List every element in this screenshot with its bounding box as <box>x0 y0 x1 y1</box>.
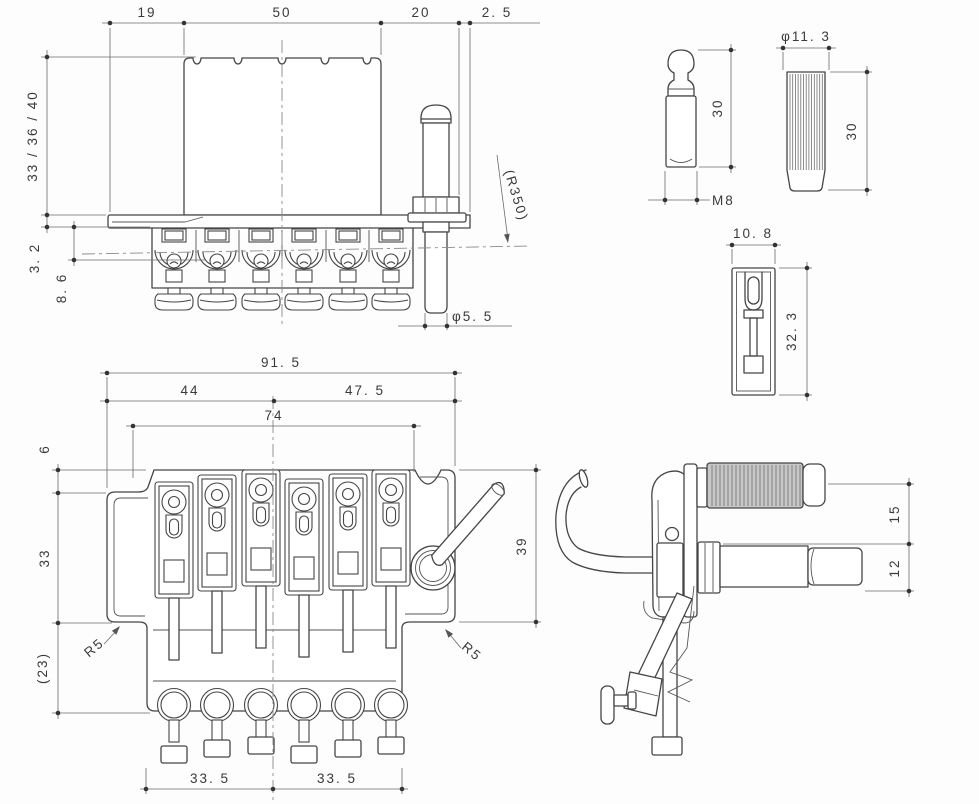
view-side-arm: 15 12 <box>555 462 914 756</box>
dimensions-front: 19 50 20 2. 5 33 / 36 / 40 3. 2 8. 6 (R3… <box>25 5 540 330</box>
dim-front-8-6: 8. 6 <box>54 273 69 304</box>
dim-front-3-2: 3. 2 <box>27 243 42 274</box>
dim-top-33-5-right: 33. 5 <box>317 771 357 786</box>
dimensions-block: 10. 8 32. 3 <box>726 226 812 401</box>
dimensions-side: 15 12 <box>723 478 914 597</box>
dim-top-39: 39 <box>514 536 529 555</box>
dim-top-6: 6 <box>37 444 52 454</box>
dim-top-74: 74 <box>264 408 283 423</box>
dim-front-height-stack: 33 / 36 / 40 <box>25 90 40 182</box>
dim-front-post-dia: φ5. 5 <box>452 309 493 324</box>
dim-front-19: 19 <box>137 5 156 20</box>
dim-top-91-5: 91. 5 <box>261 355 301 370</box>
tremolo-stud-front <box>407 104 467 314</box>
dimensions-bushing: φ11. 3 30 <box>776 29 872 196</box>
dim-top-33: 33 <box>37 548 52 567</box>
arm-socket-top <box>410 481 505 591</box>
view-top-plan: 91. 5 44 47. 5 74 6 33 (23) 39 R5 R5 33.… <box>35 355 541 800</box>
bushing-knurl-lines <box>789 74 823 170</box>
dim-front-50: 50 <box>272 5 291 20</box>
dim-top-33-5-left: 33. 5 <box>190 771 230 786</box>
dim-bushing-dia: φ11. 3 <box>781 29 831 44</box>
bridge-plate-side <box>643 463 698 624</box>
dim-stud-30: 30 <box>710 98 725 117</box>
dim-top-47-5: 47. 5 <box>345 383 385 398</box>
saddle-housing-front <box>151 227 414 289</box>
stud-outline <box>667 49 695 97</box>
dim-stud-m8: M8 <box>712 193 735 208</box>
view-anchor-stud: 30 M8 <box>648 44 736 208</box>
saddle-block-outline <box>731 267 776 396</box>
dimensions-stud: 30 M8 <box>648 44 736 208</box>
dim-top-44: 44 <box>180 383 199 398</box>
lower-assembly-side <box>600 585 695 756</box>
dim-side-12: 12 <box>887 558 902 577</box>
tremolo-arm-side <box>555 469 663 574</box>
dim-top-r5-right: R5 <box>459 639 485 664</box>
dimensions-top: 91. 5 44 47. 5 74 6 33 (23) 39 R5 R5 33.… <box>35 355 541 794</box>
arm-screw-side <box>697 541 863 594</box>
dim-block-width: 10. 8 <box>733 226 773 241</box>
view-saddle-block: 10. 8 32. 3 <box>726 226 812 401</box>
dim-top-23: (23) <box>35 652 50 684</box>
dim-bushing-30: 30 <box>844 121 859 140</box>
arm-grip-side <box>696 462 826 509</box>
dim-top-r5-left: R5 <box>81 635 107 660</box>
dim-block-height: 32. 3 <box>784 311 799 351</box>
dim-front-2-5: 2. 5 <box>482 5 513 20</box>
view-front-elevation: 19 50 20 2. 5 33 / 36 / 40 3. 2 8. 6 (R3… <box>25 5 540 330</box>
dim-front-20: 20 <box>411 5 430 20</box>
locknut-block-outline <box>183 57 382 216</box>
dim-front-r350: (R350) <box>501 168 531 223</box>
dim-side-15: 15 <box>887 504 902 523</box>
view-anchor-bushing: φ11. 3 30 <box>776 29 872 196</box>
